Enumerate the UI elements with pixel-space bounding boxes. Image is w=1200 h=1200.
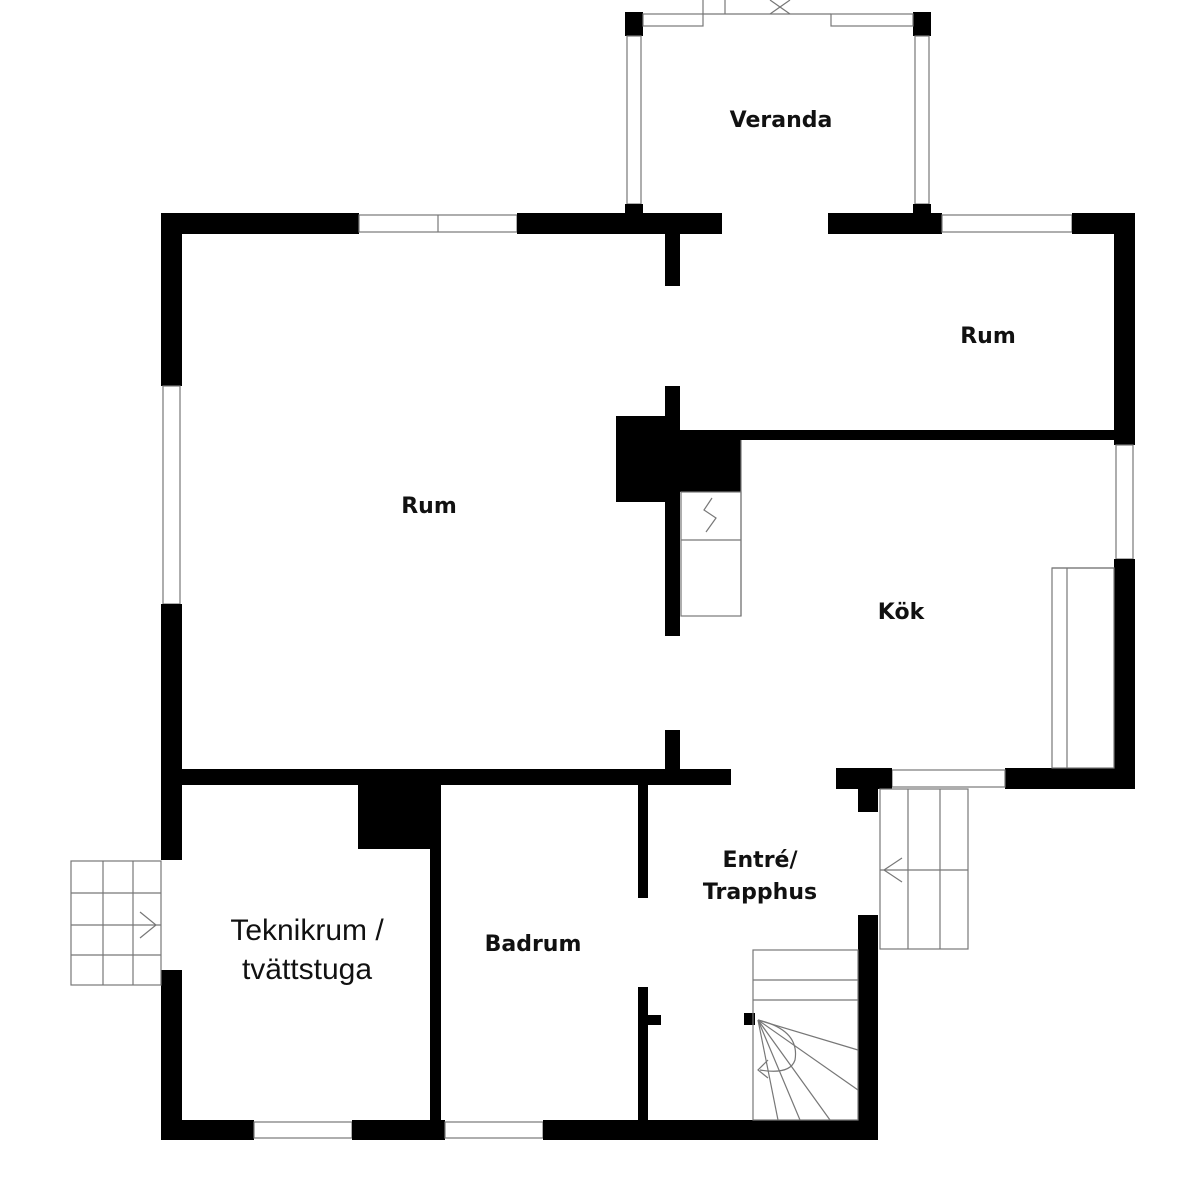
interior-walls [161, 234, 1120, 1120]
outside-stairs-left [70, 860, 162, 986]
room-label-veranda: Veranda [730, 108, 833, 133]
room-label-teknik-line1: Teknikrum / [230, 914, 384, 947]
outside-stairs-right [879, 788, 969, 950]
room-label-kok: Kök [878, 600, 926, 625]
room-label-entre-line2: Trapphus [703, 880, 817, 905]
spiral-stair [752, 949, 859, 1121]
room-label-entre-line1: Entré/ [722, 848, 798, 873]
room-label-rum-top-right: Rum [960, 324, 1016, 349]
veranda-structure [625, 0, 931, 216]
exterior-walls [161, 213, 1135, 1140]
room-label-teknik-line2: tvättstuga [242, 953, 372, 986]
internal-stair [680, 440, 742, 617]
kitchen-counter [1051, 567, 1115, 769]
room-label-rum-main: Rum [401, 494, 457, 519]
room-label-badrum: Badrum [485, 932, 582, 957]
